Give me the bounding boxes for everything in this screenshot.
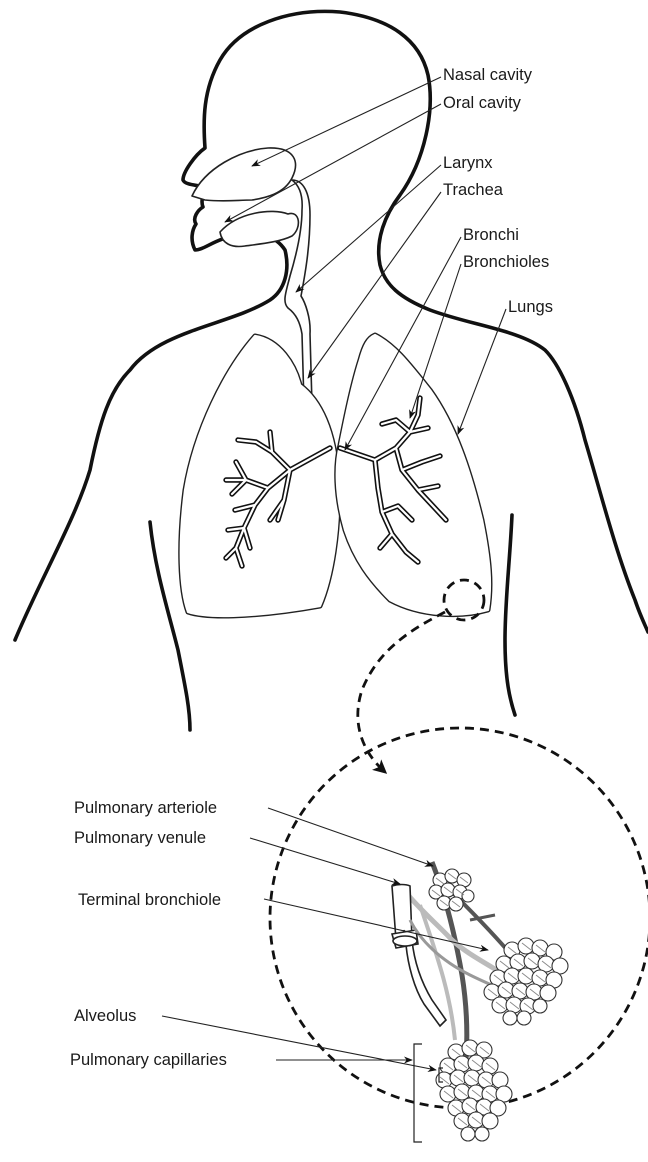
alveolar-sac-bottom bbox=[436, 1040, 512, 1141]
label-oral-cavity: Oral cavity bbox=[443, 94, 522, 112]
label-pulmonary-arteriole: Pulmonary arteriole bbox=[74, 799, 217, 817]
magnifier-connector-arrow bbox=[358, 612, 445, 772]
leader-pulmonary-arteriole bbox=[268, 808, 433, 866]
label-pulmonary-capillaries: Pulmonary capillaries bbox=[70, 1051, 227, 1069]
alveoli-detail bbox=[392, 862, 568, 1142]
label-bronchioles: Bronchioles bbox=[463, 253, 549, 271]
leader-larynx bbox=[296, 165, 441, 292]
oral-cavity bbox=[220, 211, 298, 246]
label-nasal-cavity: Nasal cavity bbox=[443, 66, 533, 84]
leader-pulmonary-venule bbox=[250, 838, 400, 884]
capillaries-bracket bbox=[414, 1044, 422, 1142]
label-alveolus: Alveolus bbox=[74, 1007, 136, 1025]
right-arm-line bbox=[505, 515, 515, 715]
right-lung bbox=[337, 335, 490, 615]
label-trachea: Trachea bbox=[443, 181, 504, 199]
leader-lungs bbox=[458, 309, 506, 434]
label-larynx: Larynx bbox=[443, 154, 493, 172]
label-bronchi: Bronchi bbox=[463, 226, 519, 244]
label-lungs: Lungs bbox=[508, 298, 553, 316]
nasal-cavity bbox=[192, 148, 295, 201]
alveolar-sac-top bbox=[429, 869, 474, 911]
left-lung bbox=[181, 336, 339, 616]
leader-nasal-cavity bbox=[252, 77, 441, 166]
label-pulmonary-venule: Pulmonary venule bbox=[74, 829, 206, 847]
alveolar-sac-right bbox=[484, 938, 568, 1025]
label-terminal-bronchiole: Terminal bronchiole bbox=[78, 891, 221, 909]
